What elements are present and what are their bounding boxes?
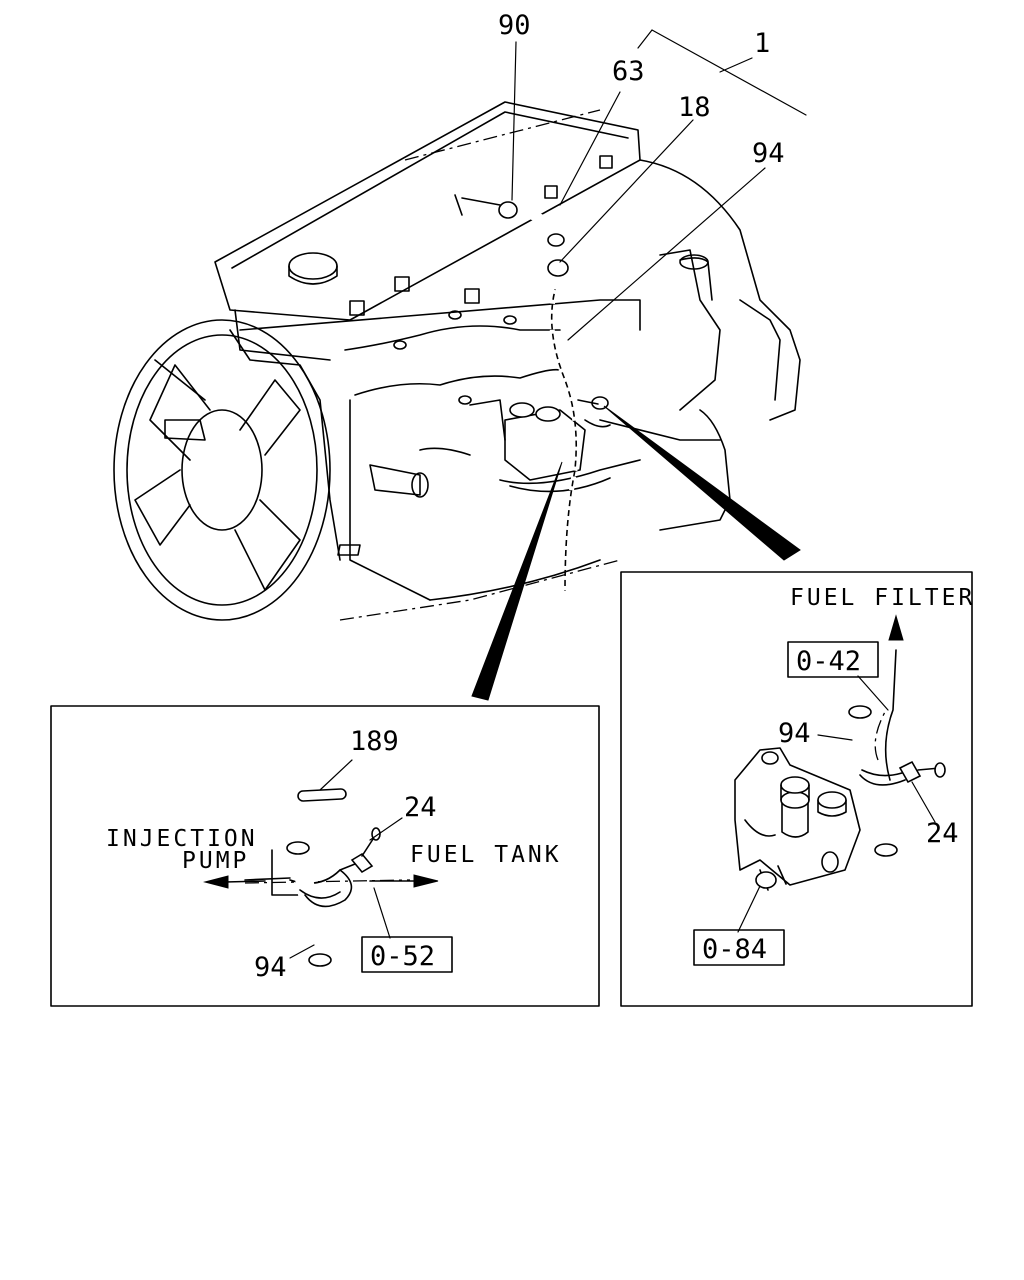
callout-94-left: 94	[254, 952, 287, 983]
label-pump: PUMP	[182, 848, 249, 874]
callout-63: 63	[612, 56, 645, 87]
label-fuel-tank: FUEL TANK	[410, 842, 562, 868]
ref-box-0-84	[693, 929, 785, 966]
main-leader-lines	[511, 29, 807, 341]
pointer-to-right-detail	[603, 405, 801, 561]
ref-box-0-52	[361, 936, 453, 973]
label-injection: INJECTION	[106, 826, 258, 852]
right-leader-lines	[737, 675, 936, 933]
left-detail-illustration	[203, 788, 439, 967]
pointer-to-left-detail	[471, 461, 563, 701]
label-fuel-filter: FUEL FILTER	[790, 585, 975, 611]
left-leader-lines	[289, 759, 403, 959]
callout-24-right: 24	[926, 818, 959, 849]
callout-90: 90	[498, 10, 531, 41]
ref-box-0-42	[787, 641, 879, 678]
ref-0-52: 0-52	[370, 941, 435, 972]
callout-94: 94	[752, 138, 785, 169]
callout-94-right: 94	[778, 718, 811, 749]
callout-1: 1	[754, 28, 770, 59]
callout-189: 189	[350, 726, 399, 757]
callout-24-left: 24	[404, 792, 437, 823]
callout-18: 18	[678, 92, 711, 123]
engine-illustration	[113, 101, 801, 621]
left-detail-frame	[50, 705, 600, 1007]
right-detail-frame	[620, 571, 973, 1007]
ref-0-42: 0-42	[796, 646, 861, 677]
right-detail-illustration	[734, 614, 946, 891]
ref-0-84: 0-84	[702, 934, 767, 965]
